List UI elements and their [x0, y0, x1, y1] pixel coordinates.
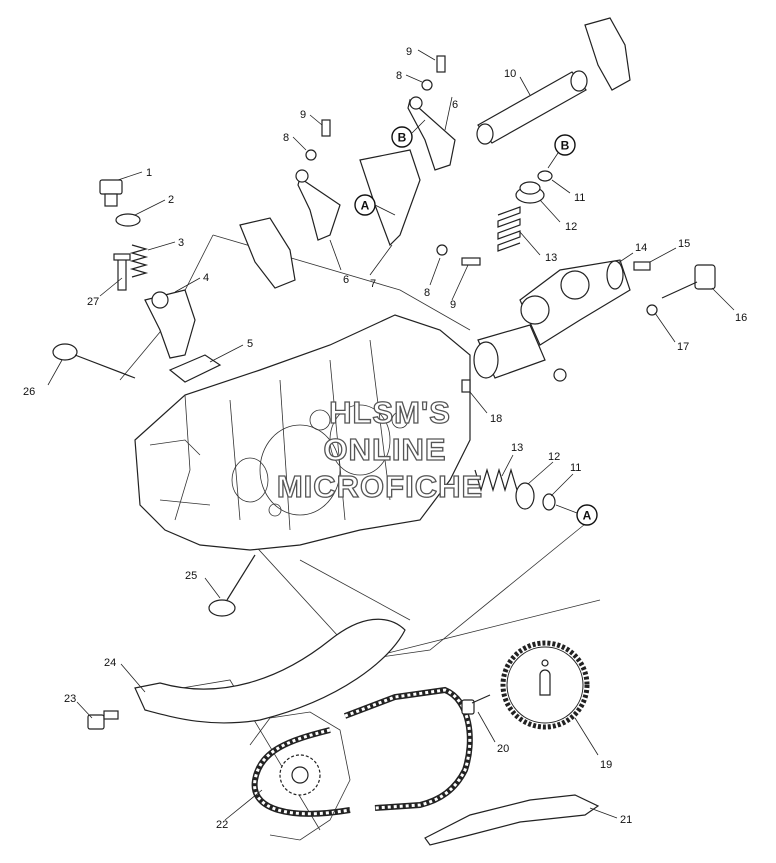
- crank-housing: [249, 711, 351, 841]
- callout-12: 12: [565, 221, 577, 233]
- callout-6: 6: [452, 99, 458, 111]
- part-3-spring: [129, 244, 149, 278]
- part-11-keeper-top: [537, 170, 553, 182]
- callout-17: 17: [677, 341, 689, 353]
- watermark-line-2: ONLINE: [323, 432, 446, 467]
- bracket-mid: [239, 217, 296, 289]
- callout-18: 18: [490, 413, 502, 425]
- part-14-camshaft: [519, 259, 631, 346]
- part-6-rocker-arm-right: [407, 96, 456, 171]
- callout-16: 16: [735, 312, 747, 324]
- callout-21: 21: [620, 814, 632, 826]
- callout-6: 6: [343, 274, 349, 286]
- part-18-dowel: [461, 379, 471, 393]
- callout-2: 2: [168, 194, 174, 206]
- callout-11: 11: [570, 462, 581, 474]
- callout-15: 15: [678, 238, 690, 250]
- callout-3: 3: [178, 237, 184, 249]
- part-1-bolt: [99, 179, 123, 207]
- callout-11: 11: [574, 192, 585, 204]
- callout-9: 9: [406, 46, 412, 58]
- part-11-keeper-bottom: [542, 493, 556, 511]
- watermark-line-3: MICROFICHE: [277, 469, 483, 504]
- callout-10: 10: [504, 68, 516, 80]
- assembly-lines: [119, 234, 601, 831]
- callout-14: 14: [635, 242, 647, 254]
- callout-22: 22: [216, 819, 228, 831]
- part-21-guide: [424, 794, 600, 846]
- callout-24: 24: [104, 657, 116, 669]
- part-5-gasket: [168, 354, 222, 383]
- callout-9: 9: [300, 109, 306, 121]
- part-20-bolt: [461, 694, 491, 715]
- ref-circle-a-top: A: [354, 194, 396, 216]
- ref-letter-a: A: [583, 509, 592, 523]
- callout-4: 4: [203, 272, 209, 284]
- part-25-valve: [208, 554, 256, 617]
- cylinder-head: [134, 314, 471, 551]
- callout-5: 5: [247, 338, 253, 350]
- callout-1: 1: [146, 167, 152, 179]
- part-19-cam-sprocket: [500, 640, 590, 730]
- part-18-cam-drum: [473, 324, 546, 379]
- ref-circle-a-bottom: A: [555, 504, 598, 526]
- part-10-tube: [476, 70, 588, 145]
- callout-19: 19: [600, 759, 612, 771]
- callout-23: 23: [64, 693, 76, 705]
- part-17-clip: [646, 304, 658, 316]
- leader-lines: [47, 49, 735, 821]
- callout-8: 8: [396, 70, 402, 82]
- callout-9: 9: [450, 299, 456, 311]
- watermark: HLSM'S ONLINE MICROFICHE: [276, 394, 483, 504]
- ref-circle-b-top: B: [391, 119, 426, 148]
- part-8-nut: [305, 79, 448, 256]
- callout-7: 7: [370, 278, 376, 290]
- part-22-cam-chain: [251, 686, 473, 817]
- part-24-chain-guide: [134, 618, 406, 724]
- bracket-top: [584, 17, 631, 91]
- ref-circle-b-right: B: [547, 134, 576, 169]
- part-12-retainer-top: [515, 181, 545, 204]
- part-13-spring-bottom: [474, 467, 518, 493]
- ref-letter-a: A: [361, 199, 370, 213]
- callout-20: 20: [497, 743, 509, 755]
- part-16-shaft: [661, 264, 716, 299]
- callout-12: 12: [548, 451, 560, 463]
- callout-26: 26: [23, 386, 35, 398]
- watermark-line-1: HLSM'S: [329, 395, 451, 430]
- part-13-spring-top: [497, 206, 521, 252]
- plug-small: [553, 368, 567, 382]
- part-12-retainer-bottom: [515, 482, 535, 510]
- part-23-bolt: [87, 710, 119, 730]
- callout-13: 13: [511, 442, 523, 454]
- part-9-adjust-screw: [321, 55, 481, 266]
- callout-13: 13: [545, 252, 557, 264]
- callout-27: 27: [87, 296, 99, 308]
- callout-labels: 1 2 3 4 5 6 6 7 8 8 8 9 9 9 10 11 11 12 …: [23, 46, 747, 831]
- callout-25: 25: [185, 570, 197, 582]
- part-26-valve: [52, 343, 136, 379]
- ref-letter-b: B: [561, 139, 570, 153]
- part-6-rocker-arm-left: [295, 169, 341, 241]
- part-4-tensioner: [144, 289, 196, 359]
- part-15-pin: [633, 261, 651, 271]
- callout-8: 8: [283, 132, 289, 144]
- part-2-washer: [115, 213, 141, 227]
- callout-8: 8: [424, 287, 430, 299]
- part-27-bolt: [113, 253, 131, 291]
- ref-letter-b: B: [398, 131, 407, 145]
